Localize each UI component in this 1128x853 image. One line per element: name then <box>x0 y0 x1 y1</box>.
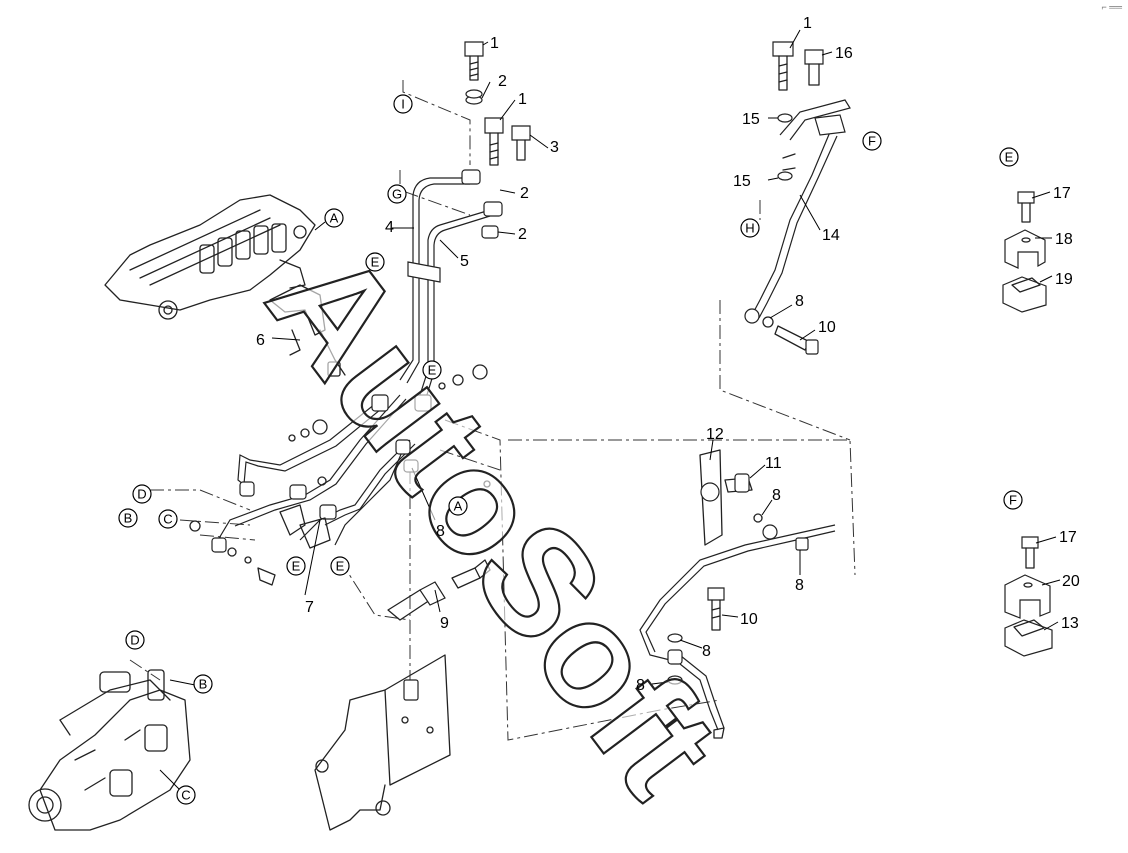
bolts <box>464 41 824 685</box>
corner-mark: ⌐ ══ <box>1101 2 1122 12</box>
svg-text:D: D <box>137 487 146 502</box>
part-number: 15 <box>733 173 751 190</box>
svg-text:E: E <box>428 363 437 378</box>
control-valve-assembly <box>104 194 316 320</box>
part-number: 4 <box>385 219 394 236</box>
bolt-16 <box>804 49 824 86</box>
callout-leaders <box>159 29 1061 791</box>
part-number: 8 <box>636 677 645 694</box>
ref-circle: D <box>125 630 145 650</box>
pipe-14 <box>744 99 851 355</box>
ref-circle: E <box>286 556 306 576</box>
washer-15a <box>777 113 793 123</box>
svg-text:C: C <box>181 788 190 803</box>
ref-circle: F <box>862 131 882 151</box>
ref-circle: B <box>118 508 138 528</box>
part-number: 8 <box>795 293 804 310</box>
svg-text:A: A <box>330 211 339 226</box>
detail-f-clamp <box>1004 536 1053 657</box>
lower-right-pipes <box>639 449 836 739</box>
svg-text:D: D <box>130 633 139 648</box>
part-number: 5 <box>460 253 469 270</box>
bolt-1b <box>484 117 504 166</box>
bracket-6 <box>269 284 346 377</box>
bolt-3 <box>511 125 531 161</box>
svg-text:B: B <box>124 511 133 526</box>
washer-8b <box>667 675 683 685</box>
part-number: 10 <box>818 319 836 336</box>
svg-text:F: F <box>1009 493 1017 508</box>
bolt-1c <box>772 41 794 91</box>
mounting-bracket-plate <box>314 654 451 831</box>
svg-text:E: E <box>1005 150 1014 165</box>
part-number: 1 <box>490 35 499 52</box>
ref-circle: D <box>132 484 152 504</box>
part-number: 15 <box>742 111 760 128</box>
ref-circle: I <box>393 94 413 114</box>
lower-pipe-bundle <box>189 364 491 586</box>
ref-circle: A <box>324 208 344 228</box>
ref-circle: C <box>176 785 196 805</box>
ref-circle: F <box>1003 490 1023 510</box>
svg-text:I: I <box>401 97 405 112</box>
part-number: 1 <box>518 91 527 108</box>
part-number: 2 <box>498 73 507 90</box>
washer-8a <box>667 633 683 643</box>
svg-text:E: E <box>336 559 345 574</box>
part-number: 12 <box>706 426 724 443</box>
part-number: 6 <box>256 332 265 349</box>
injection-pump <box>28 669 191 831</box>
part-number: 3 <box>550 139 559 156</box>
part-number: 13 <box>1061 615 1079 632</box>
svg-text:B: B <box>199 677 208 692</box>
part-number: 2 <box>518 226 527 243</box>
part-number: 7 <box>305 599 314 616</box>
bolt-10 <box>707 587 725 631</box>
sensor-9 <box>387 559 491 621</box>
part-number: 8 <box>795 577 804 594</box>
part-number: 8 <box>436 523 445 540</box>
part-number: 17 <box>1053 185 1071 202</box>
svg-text:H: H <box>745 221 754 236</box>
ref-circle: G <box>387 184 407 204</box>
washer-2a <box>465 89 483 105</box>
pipe-4-and-5 <box>399 169 503 399</box>
svg-text:A: A <box>454 499 463 514</box>
bolt-1a <box>464 41 484 81</box>
part-number: 1 <box>803 15 812 32</box>
part-number: 11 <box>765 455 782 472</box>
part-number: 18 <box>1055 231 1073 248</box>
ref-circle: E <box>999 147 1019 167</box>
part-number: 20 <box>1062 573 1080 590</box>
ref-circle: C <box>158 509 178 529</box>
ref-circle: E <box>365 252 385 272</box>
dashed-leader-lines <box>129 80 856 741</box>
part-number: 9 <box>440 615 449 632</box>
part-number: 19 <box>1055 271 1073 288</box>
part-number: 14 <box>822 227 840 244</box>
svg-text:E: E <box>371 255 380 270</box>
part-number: 10 <box>740 611 758 628</box>
detail-e-clamp <box>1002 191 1047 313</box>
part-number: 17 <box>1059 529 1077 546</box>
part-number: 8 <box>772 487 781 504</box>
reference-letters: I G E A E D B C E E A D B C H F E F <box>118 94 1023 805</box>
part-number: 16 <box>835 45 853 62</box>
part-number-labels: 1 2 1 3 2 2 4 5 6 7 8 9 1 16 15 15 14 8 … <box>256 15 1080 694</box>
ref-circle: H <box>740 218 760 238</box>
svg-text:C: C <box>163 512 172 527</box>
svg-text:G: G <box>392 187 402 202</box>
ref-circle: A <box>448 496 468 516</box>
ref-circle: B <box>193 674 213 694</box>
washer-15b <box>777 171 793 181</box>
ref-circle: E <box>330 556 350 576</box>
part-number: 2 <box>520 185 529 202</box>
svg-text:F: F <box>868 134 876 149</box>
part-number: 8 <box>702 643 711 660</box>
ref-circle: E <box>422 360 442 380</box>
svg-text:E: E <box>292 559 301 574</box>
